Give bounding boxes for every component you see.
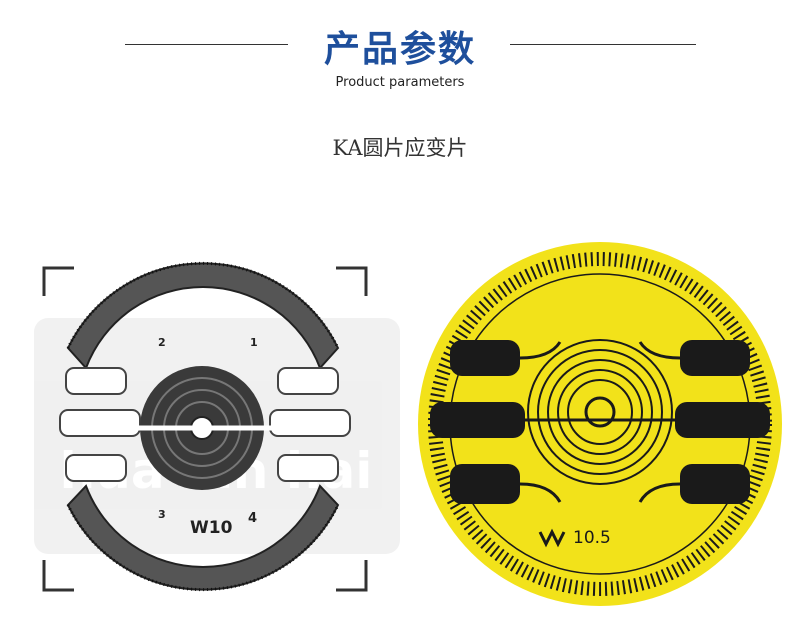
product-name: KA圆片应变片 xyxy=(332,136,468,160)
terminal-label-3: 3 xyxy=(158,508,166,521)
solder-pads xyxy=(59,367,351,482)
gauge-film xyxy=(418,242,782,606)
section-subtitle: Product parameters xyxy=(335,75,465,90)
spiral-grid xyxy=(527,339,673,485)
model-label: 10.5 xyxy=(573,528,611,548)
left-gauge-image: hua lan hai 2 1 3 4 W10 xyxy=(34,261,400,592)
title-rule-right xyxy=(510,44,696,45)
solder-pads xyxy=(430,340,770,504)
model-label: W10 xyxy=(190,518,233,538)
section-title: 产品参数 xyxy=(323,29,476,70)
right-gauge-image: 10.5 xyxy=(418,242,782,606)
terminal-label-1: 1 xyxy=(250,336,258,349)
viewfinder-brackets xyxy=(42,266,368,592)
terminal-label-4: 4 xyxy=(248,511,257,526)
title-rule-left xyxy=(125,44,288,45)
bottom-grid-arc xyxy=(66,484,340,591)
terminal-label-2: 2 xyxy=(158,336,166,349)
